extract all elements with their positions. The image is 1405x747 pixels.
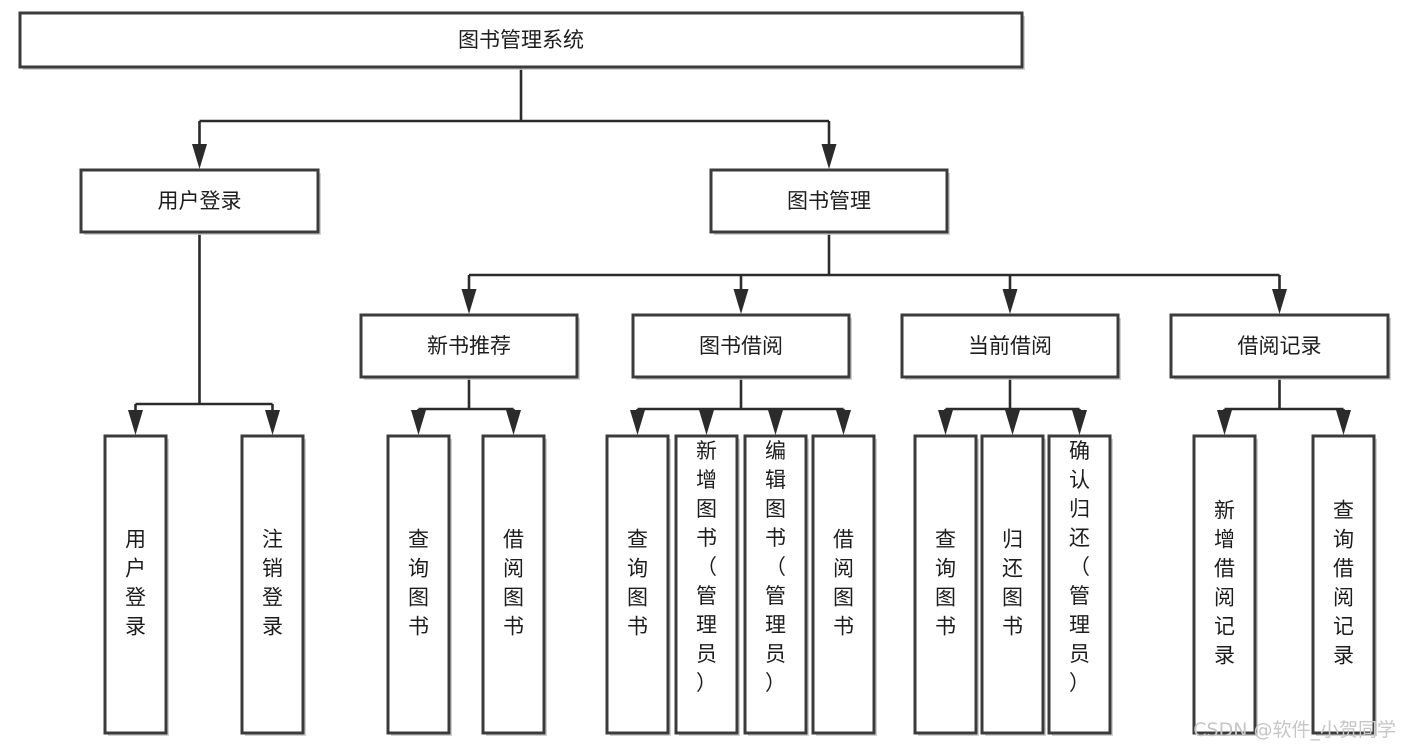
node-label-leaf-logout-login: 注销登录 xyxy=(262,528,283,639)
node-label-leaf-query-book-current: 查询图书 xyxy=(935,528,956,639)
edge-layer xyxy=(128,67,1351,435)
arrow-head-icon xyxy=(1217,410,1232,435)
node-label-leaf-borrow-book-recommend: 借阅图书 xyxy=(503,528,524,639)
edge-group-book-management xyxy=(461,232,1287,314)
arrow-head-icon xyxy=(1002,289,1018,314)
node-book-borrow[interactable]: 图书借阅 xyxy=(631,313,852,380)
edge-group-root xyxy=(192,67,837,169)
node-label-leaf-add-book: 新增图书（管理员） xyxy=(696,439,717,695)
edge-group-new-book-recommend xyxy=(411,377,521,435)
node-leaf-add-book[interactable]: 新增图书（管理员） xyxy=(674,434,740,736)
node-leaf-logout-login[interactable]: 注销登录 xyxy=(240,434,306,736)
arrow-head-icon xyxy=(128,410,143,435)
arrow-head-icon xyxy=(768,410,783,435)
node-label-book-management: 图书管理 xyxy=(787,189,871,213)
node-leaf-add-borrow-record[interactable]: 新增借阅记录 xyxy=(1192,434,1258,736)
node-box-leaf-add-borrow-record[interactable] xyxy=(1192,434,1257,735)
node-box-leaf-query-book-current[interactable] xyxy=(913,434,978,735)
arrow-head-icon xyxy=(411,410,426,435)
arrow-head-icon xyxy=(265,410,280,435)
arrow-head-icon xyxy=(630,410,645,435)
arrow-head-icon xyxy=(938,410,953,435)
node-label-user-login: 用户登录 xyxy=(158,189,242,213)
node-box-current-borrow[interactable] xyxy=(900,313,1120,379)
node-leaf-borrow-book-recommend[interactable]: 借阅图书 xyxy=(481,434,547,736)
node-box-leaf-user-login[interactable] xyxy=(103,434,168,735)
node-label-root: 图书管理系统 xyxy=(458,28,584,52)
node-box-root[interactable] xyxy=(18,11,1024,69)
node-box-new-book-recommend[interactable] xyxy=(359,313,579,379)
node-box-leaf-confirm-return[interactable] xyxy=(1047,434,1112,735)
arrow-head-icon xyxy=(1005,410,1020,435)
node-label-book-borrow: 图书借阅 xyxy=(699,334,783,358)
node-box-borrow-record[interactable] xyxy=(1169,313,1390,379)
arrow-head-icon xyxy=(506,410,521,435)
node-leaf-query-book-current[interactable]: 查询图书 xyxy=(913,434,979,736)
node-label-leaf-query-borrow-record: 查询借阅记录 xyxy=(1333,499,1354,668)
arrow-head-icon xyxy=(461,289,477,314)
node-box-leaf-query-book-borrow[interactable] xyxy=(605,434,670,735)
node-box-leaf-logout-login[interactable] xyxy=(240,434,305,735)
node-layer: 图书管理系统用户登录图书管理新书推荐图书借阅当前借阅借阅记录用户登录注销登录查询… xyxy=(18,11,1391,736)
edge-group-book-borrow xyxy=(630,377,851,435)
node-leaf-borrow-book[interactable]: 借阅图书 xyxy=(811,434,877,736)
edge-group-borrow-record xyxy=(1217,377,1351,435)
node-box-book-management[interactable] xyxy=(709,168,949,234)
node-label-leaf-user-login: 用户登录 xyxy=(125,528,146,639)
node-label-leaf-add-borrow-record: 新增借阅记录 xyxy=(1214,499,1235,668)
node-box-leaf-borrow-book[interactable] xyxy=(811,434,876,735)
node-box-leaf-query-book-recommend[interactable] xyxy=(386,434,451,735)
node-book-management[interactable]: 图书管理 xyxy=(709,168,950,235)
arrow-head-icon xyxy=(699,410,714,435)
node-label-leaf-query-book-borrow: 查询图书 xyxy=(627,528,648,639)
node-user-login[interactable]: 用户登录 xyxy=(79,168,321,235)
node-label-leaf-edit-book: 编辑图书（管理员） xyxy=(765,439,786,695)
arrow-head-icon xyxy=(1336,410,1351,435)
node-box-book-borrow[interactable] xyxy=(631,313,851,379)
watermark-label: CSDN @软件_小贺同学 xyxy=(1193,719,1396,741)
node-leaf-query-book-borrow[interactable]: 查询图书 xyxy=(605,434,671,736)
edge-group-current-borrow xyxy=(938,377,1087,435)
node-leaf-query-book-recommend[interactable]: 查询图书 xyxy=(386,434,452,736)
arrow-head-icon xyxy=(836,410,851,435)
node-box-leaf-edit-book[interactable] xyxy=(743,434,808,735)
node-label-leaf-return-book: 归还图书 xyxy=(1002,528,1023,639)
node-label-leaf-query-book-recommend: 查询图书 xyxy=(408,528,429,639)
node-leaf-confirm-return[interactable]: 确认归还（管理员） xyxy=(1047,434,1113,736)
node-box-leaf-query-borrow-record[interactable] xyxy=(1311,434,1376,735)
arrow-head-icon xyxy=(1272,289,1287,314)
node-new-book-recommend[interactable]: 新书推荐 xyxy=(359,313,580,380)
node-label-borrow-record: 借阅记录 xyxy=(1238,334,1322,358)
node-leaf-edit-book[interactable]: 编辑图书（管理员） xyxy=(743,434,809,736)
node-leaf-query-borrow-record[interactable]: 查询借阅记录 xyxy=(1311,434,1377,736)
arrow-head-icon xyxy=(733,289,749,314)
node-box-leaf-add-book[interactable] xyxy=(674,434,739,735)
node-label-new-book-recommend: 新书推荐 xyxy=(427,334,511,358)
arrow-head-icon xyxy=(1072,410,1087,435)
node-current-borrow[interactable]: 当前借阅 xyxy=(900,313,1121,380)
node-borrow-record[interactable]: 借阅记录 xyxy=(1169,313,1391,380)
arrow-head-icon xyxy=(821,144,837,169)
node-box-user-login[interactable] xyxy=(79,168,320,234)
edge-group-user-login xyxy=(128,232,280,435)
node-label-leaf-confirm-return: 确认归还（管理员） xyxy=(1069,439,1090,695)
node-leaf-user-login[interactable]: 用户登录 xyxy=(103,434,169,736)
node-box-leaf-return-book[interactable] xyxy=(980,434,1045,735)
arrow-head-icon xyxy=(192,144,207,169)
node-label-current-borrow: 当前借阅 xyxy=(968,334,1052,358)
node-label-leaf-borrow-book: 借阅图书 xyxy=(833,528,854,639)
node-leaf-return-book[interactable]: 归还图书 xyxy=(980,434,1046,736)
node-box-leaf-borrow-book-recommend[interactable] xyxy=(481,434,546,735)
node-root[interactable]: 图书管理系统 xyxy=(18,11,1025,70)
